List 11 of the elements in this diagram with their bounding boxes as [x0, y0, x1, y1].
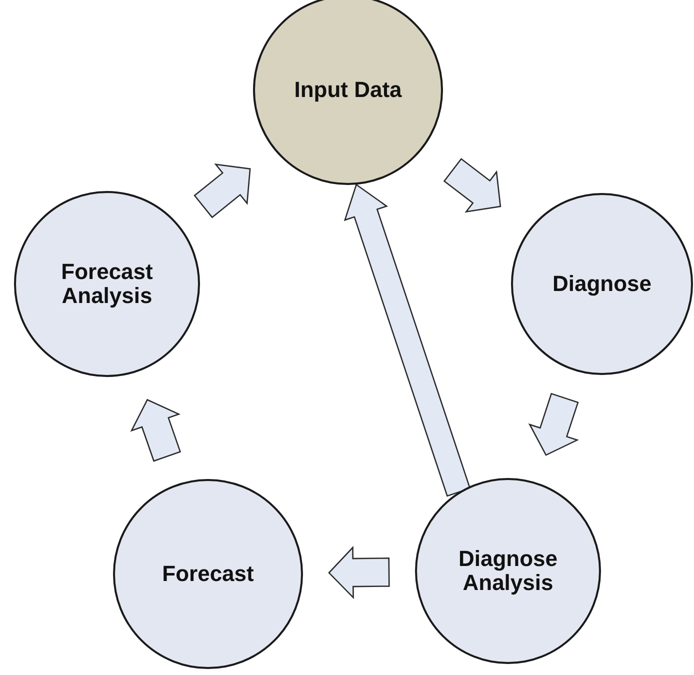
block-arrow	[328, 546, 390, 600]
block-arrow	[443, 158, 502, 213]
block-arrow	[130, 398, 182, 462]
block-arrow	[528, 392, 579, 456]
node-label: Forecast Analysis	[60, 260, 154, 308]
node-label: Forecast	[162, 562, 254, 586]
node-label: Input Data	[294, 78, 402, 102]
node-label: Diagnose Analysis	[457, 546, 559, 596]
block-arrow	[344, 184, 471, 497]
node-label: Diagnose	[552, 272, 652, 296]
block-arrow	[194, 164, 251, 218]
